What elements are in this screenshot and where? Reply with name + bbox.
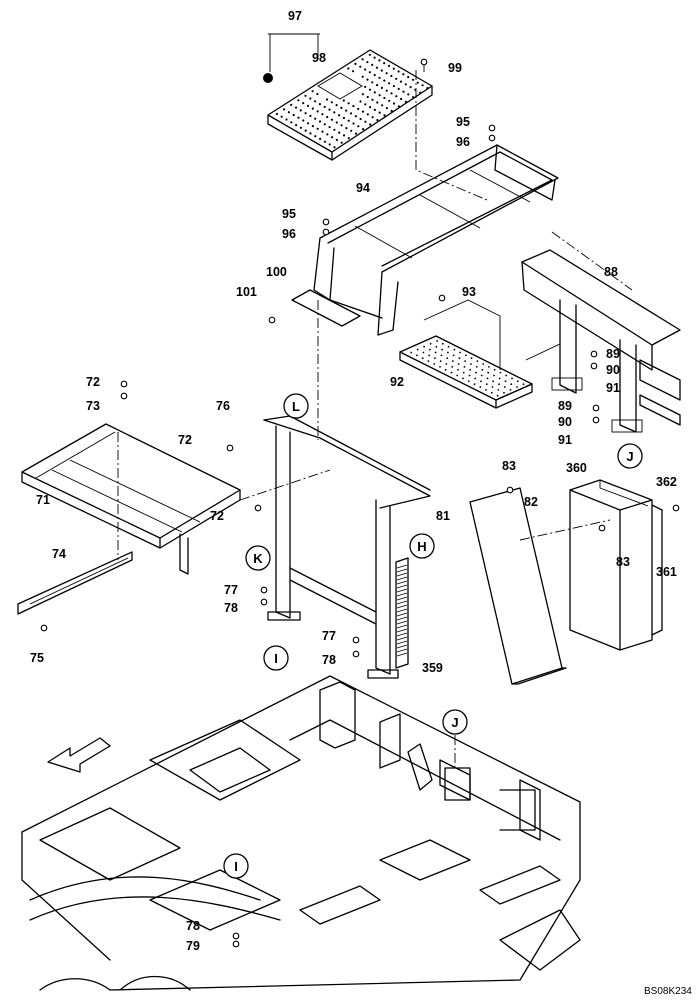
svg-text:I: I [274, 651, 278, 666]
detail-marker-I: I [223, 853, 249, 879]
part-label-72: 72 [86, 375, 100, 389]
part-label-76: 76 [216, 399, 230, 413]
detail-marker-I: I [263, 645, 289, 671]
drawing-reference: BS08K234 [644, 986, 692, 997]
part-label-93: 93 [462, 285, 476, 299]
part-label-90: 90 [558, 415, 572, 429]
part-label-71: 71 [36, 493, 50, 507]
part-label-97: 97 [288, 9, 302, 23]
direction-arrow [47, 737, 111, 773]
part-label-75: 75 [30, 651, 44, 665]
part-label-89: 89 [606, 347, 620, 361]
part-label-99: 99 [448, 61, 462, 75]
part-label-73: 73 [86, 399, 100, 413]
part-label-90: 90 [606, 363, 620, 377]
upper-frame [291, 144, 559, 336]
svg-text:J: J [626, 449, 633, 464]
detail-marker-H: H [409, 533, 435, 559]
box-assembly [569, 479, 663, 651]
part-label-79: 79 [186, 939, 200, 953]
part-label-89: 89 [558, 399, 572, 413]
part-label-77: 77 [322, 629, 336, 643]
svg-text:J: J [451, 715, 458, 730]
fasteners [40, 58, 680, 948]
part-label-98: 98 [312, 51, 326, 65]
part-label-101: 101 [236, 285, 257, 299]
part-label-359: 359 [422, 661, 443, 675]
part-label-91: 91 [606, 381, 620, 395]
part-label-83: 83 [616, 555, 630, 569]
part-label-100: 100 [266, 265, 287, 279]
part-label-78: 78 [322, 653, 336, 667]
part-label-362: 362 [656, 475, 677, 489]
right-bracket-assembly [521, 249, 681, 433]
left-frame [21, 423, 241, 575]
part-label-360: 360 [566, 461, 587, 475]
part-label-77: 77 [224, 583, 238, 597]
detail-marker-K: K [245, 545, 271, 571]
base-chassis [21, 675, 581, 991]
part-number-labels: 97 98 99 95 96 94 95 96 100 101 93 88 89 90 91 92 89 90 91… [30, 9, 677, 953]
part-label-96: 96 [282, 227, 296, 241]
part-label-78: 78 [186, 919, 200, 933]
svg-text:H: H [417, 539, 426, 554]
mounting-plate [469, 487, 567, 685]
part-label-92: 92 [390, 375, 404, 389]
part-label-91: 91 [558, 433, 572, 447]
svg-text:I: I [234, 859, 238, 874]
perforated-cover-plate [267, 49, 433, 161]
detail-markers: L H K J I J I [223, 393, 643, 879]
part-label-94: 94 [356, 181, 370, 195]
leader-97 [268, 33, 320, 72]
reference-dot [263, 73, 273, 83]
part-label-95: 95 [282, 207, 296, 221]
part-label-78: 78 [224, 601, 238, 615]
detail-marker-L: L [283, 393, 309, 419]
part-label-88: 88 [604, 265, 618, 279]
part-label-81: 81 [436, 509, 450, 523]
part-label-96: 96 [456, 135, 470, 149]
detail-marker-J: J [442, 709, 468, 735]
part-label-83: 83 [502, 459, 516, 473]
louver-panel [395, 557, 409, 669]
svg-text:L: L [292, 399, 300, 414]
part-label-72: 72 [210, 509, 224, 523]
part-label-74: 74 [52, 547, 66, 561]
left-rail [17, 551, 133, 615]
step-plate [399, 299, 561, 409]
svg-text:K: K [253, 551, 263, 566]
part-label-95: 95 [456, 115, 470, 129]
part-label-361: 361 [656, 565, 677, 579]
detail-marker-J: J [617, 443, 643, 469]
part-label-72: 72 [178, 433, 192, 447]
part-label-82: 82 [524, 495, 538, 509]
